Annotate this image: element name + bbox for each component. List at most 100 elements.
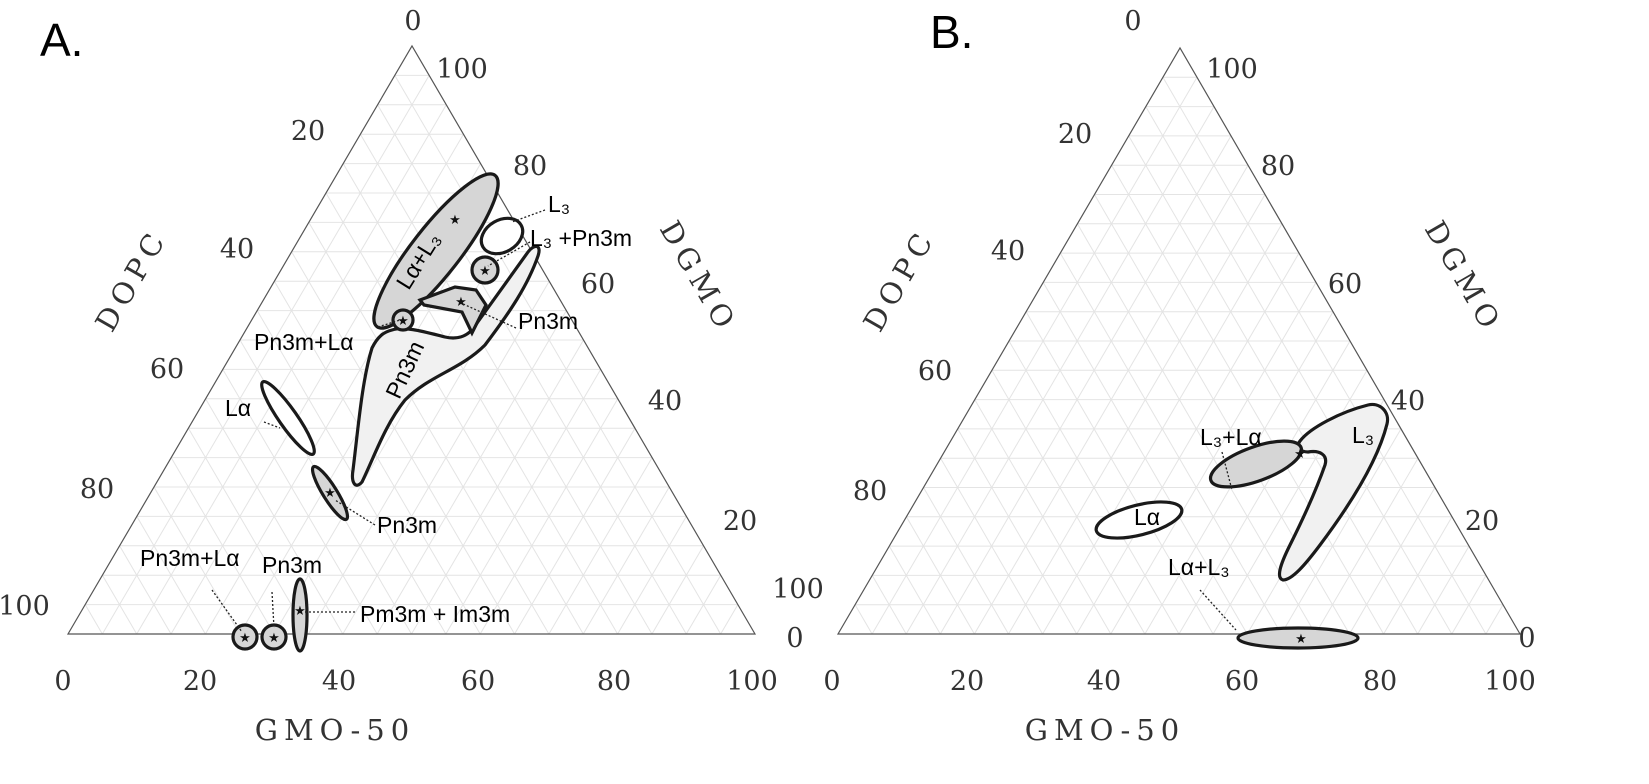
- panel-b-bottom-tick-label: 60: [1225, 666, 1259, 697]
- panel-a-gmo-axis-title: GMO-50: [255, 713, 415, 747]
- grid-line: [923, 487, 1009, 635]
- grid-line: [940, 457, 1044, 635]
- star-icon: ★: [479, 264, 491, 279]
- panel-a-bottom-tick-label: 40: [322, 666, 356, 697]
- panel-b-right-tick-label: 60: [1328, 269, 1362, 300]
- panel-a-bottom-tick-label: 100: [726, 666, 778, 697]
- star-icon: ★: [397, 314, 409, 329]
- panel-a-dopc-axis-title: DOPC: [88, 223, 174, 338]
- panel-a-right-tick-label: 40: [648, 386, 682, 417]
- star-icon: ★: [1294, 447, 1306, 462]
- grid-line: [101, 574, 138, 635]
- grid-line: [101, 75, 430, 635]
- star-icon: ★: [1295, 632, 1307, 647]
- panel-b-left-tick-label: 40: [991, 236, 1025, 267]
- grid-line: [617, 516, 687, 635]
- label-pm3m-im3m: Pm3m + Im3m: [360, 601, 510, 627]
- label-l3-la-b: L₃+Lα: [1200, 424, 1262, 450]
- panel-b-left-tick-label: 60: [918, 356, 952, 387]
- panel-a-bottom-tick-label: 0: [54, 666, 71, 697]
- panel-b-right-tick-label: 40: [1391, 386, 1425, 417]
- grid-line: [153, 486, 241, 635]
- label-l3: L₃: [548, 191, 570, 217]
- panel-b-right-tick-label: 100: [1206, 54, 1258, 85]
- leader-line: [1199, 589, 1237, 631]
- label-pn3m-upper: Pn3m: [518, 308, 578, 334]
- panel-a-right-tick-label: 20: [723, 506, 757, 537]
- grid-line: [479, 398, 619, 635]
- grid-line: [1076, 252, 1300, 635]
- region-pn3m-la-upper: [391, 308, 415, 332]
- grid-line: [991, 370, 1146, 635]
- grid-line: [1314, 457, 1419, 635]
- grid-line: [445, 369, 602, 635]
- panel-a-left-tick-label: 40: [220, 234, 254, 265]
- grid-line: [854, 604, 873, 635]
- grid-line: [1128, 135, 1419, 635]
- panel-a-label: A.: [40, 14, 83, 66]
- region-pn3m-upper: [417, 285, 488, 337]
- star-icon: ★: [449, 213, 461, 228]
- grid-line: [222, 369, 378, 635]
- panel-a-right-tick-label: 100: [436, 54, 488, 85]
- region-l3-la-b: [1208, 439, 1304, 489]
- star-icon: ★: [268, 631, 280, 646]
- panel-a-bottom-tick-label: 20: [183, 666, 217, 697]
- grid-line: [1280, 428, 1402, 635]
- panel-a-left-tick-label: 60: [150, 354, 184, 385]
- panel-b-left-tick-label: 0: [1124, 6, 1141, 37]
- panel-a-left-tick-label: 0: [404, 6, 421, 37]
- grid-line: [325, 192, 584, 635]
- panel-a-triangle: [66, 44, 757, 635]
- region-la-b: [1094, 500, 1184, 540]
- panel-b-dgmo-axis-title: DGMO: [1418, 215, 1509, 339]
- label-l3-pn3m: L₃ +Pn3m: [530, 225, 632, 251]
- grid-line: [1025, 311, 1214, 635]
- grid-line: [582, 486, 670, 635]
- label-pn3m-mid: Pn3m: [377, 512, 437, 538]
- panel-a-right-tick-label: 60: [581, 269, 615, 300]
- panel-a-regions: ★ ★ ★ ★ ★ ★ ★ ★ Lα+L₃ L₃ L₃ +Pn3m Pn3m P…: [140, 172, 632, 653]
- region-la-l3: [372, 172, 500, 330]
- star-icon: ★: [324, 486, 336, 501]
- panel-b-right-tick-label: 0: [1518, 623, 1535, 654]
- label-la-b: Lα: [1134, 504, 1160, 530]
- grid-line: [1008, 340, 1180, 635]
- region-pn3m-la-bottom: [231, 623, 259, 651]
- grid-line: [136, 516, 206, 635]
- region-pn3m-mid: [310, 464, 350, 522]
- grid-line: [1451, 575, 1487, 635]
- panel-a-left-tick-label: 80: [80, 474, 114, 505]
- grid-line: [84, 604, 103, 635]
- sample-stars: ★ ★ ★ ★ ★ ★ ★ ★: [239, 213, 491, 646]
- grid-line: [1178, 340, 1351, 635]
- panel-b-bottom-tick-label: 20: [950, 666, 984, 697]
- region-la: [260, 379, 316, 457]
- grid-line: [1059, 252, 1282, 635]
- grid-line: [720, 604, 739, 635]
- label-l3-b: L₃: [1352, 422, 1374, 448]
- label-la-l3-b: Lα+L₃: [1168, 554, 1230, 580]
- region-l3: [479, 216, 525, 256]
- star-icon: ★: [455, 295, 467, 310]
- grid-line: [411, 339, 584, 635]
- grid-line: [1162, 77, 1487, 635]
- panel-a-right-tick-label: 0: [786, 623, 803, 654]
- panel-b-regions: ★ ★ L₃+Lα L₃ Lα Lα+L₃: [1094, 402, 1390, 650]
- grid-line: [514, 427, 636, 635]
- region-la-l3-b: [1236, 626, 1360, 650]
- grid-line: [1417, 545, 1470, 635]
- grid-line: [871, 77, 1198, 635]
- panel-b-triangle: [836, 46, 1522, 635]
- star-icon: ★: [239, 631, 251, 646]
- grid-line: [291, 251, 515, 635]
- grid-line: [187, 427, 309, 635]
- panel-a-dgmo-axis-title: DGMO: [653, 215, 744, 339]
- panel-a-right-tick-label: 100: [772, 574, 824, 605]
- panel-b-bottom-tick-label: 0: [823, 666, 840, 697]
- panel-a-bottom-tick-label: 60: [461, 666, 495, 697]
- panel-b-dopc-axis-title: DOPC: [856, 223, 942, 338]
- grid-line: [205, 398, 344, 635]
- panel-b-left-tick-label: 80: [853, 476, 887, 507]
